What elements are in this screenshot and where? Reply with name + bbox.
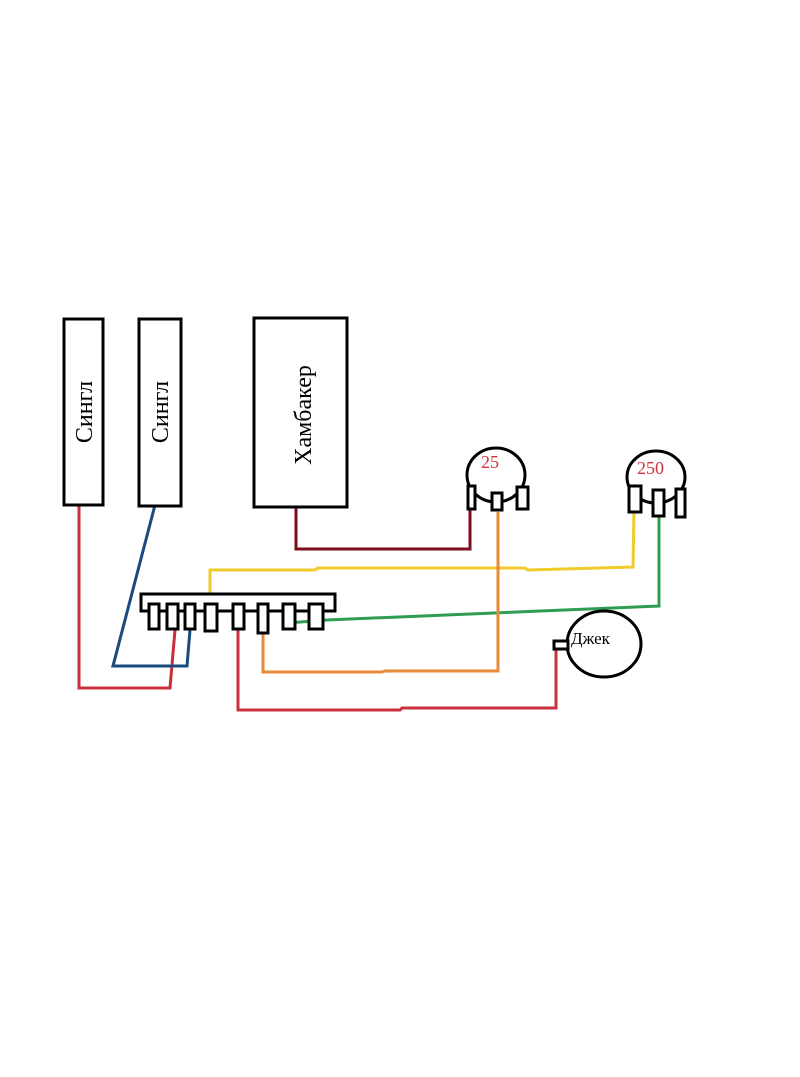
wire-single2-to-switch [111, 504, 192, 668]
pot250-lug-2 [651, 488, 666, 518]
jack-terminal [552, 639, 570, 651]
switch-lug-5 [231, 602, 246, 631]
potentiometer-250: 250 [625, 449, 687, 519]
switch-lug-4 [203, 602, 219, 633]
switch-lug-8 [307, 602, 325, 631]
output-jack: Джек [552, 609, 643, 679]
pot250-lug-3 [674, 487, 687, 519]
wire-switch-to-jack [236, 625, 558, 712]
potentiometer-25: 25 [465, 446, 530, 512]
switch-lug-2 [165, 602, 180, 631]
wire-pot25-to-switch [261, 512, 500, 674]
pot250-label: 250 [637, 458, 664, 478]
single-coil-2-label: Сингл [148, 381, 174, 443]
pot250-lug-1 [627, 484, 643, 514]
jack-label: Джек [571, 629, 611, 648]
switch-lug-7 [281, 602, 297, 631]
humbucker-pickup: Хамбакер [252, 316, 349, 509]
single-coil-pickup-2: Сингл [137, 317, 183, 508]
wire-pot250-to-switch [286, 515, 661, 625]
wire-switch-to-pot250 [208, 509, 636, 614]
switch-lug-6 [256, 602, 270, 635]
selector-switch [139, 592, 337, 635]
wires [77, 504, 661, 712]
pot25-lug-1 [466, 484, 477, 511]
wire-single1-to-switch [77, 505, 177, 690]
wire-humbucker-to-pot25 [294, 505, 472, 551]
switch-lug-1 [147, 602, 161, 631]
humbucker-label: Хамбакер [291, 365, 317, 465]
single-coil-pickup-1: Сингл [62, 317, 105, 507]
pot25-label: 25 [481, 452, 499, 472]
switch-lug-3 [183, 602, 197, 631]
pot25-lug-3 [515, 485, 530, 511]
single-coil-1-label: Сингл [72, 381, 98, 443]
pot25-lug-2 [490, 491, 504, 512]
